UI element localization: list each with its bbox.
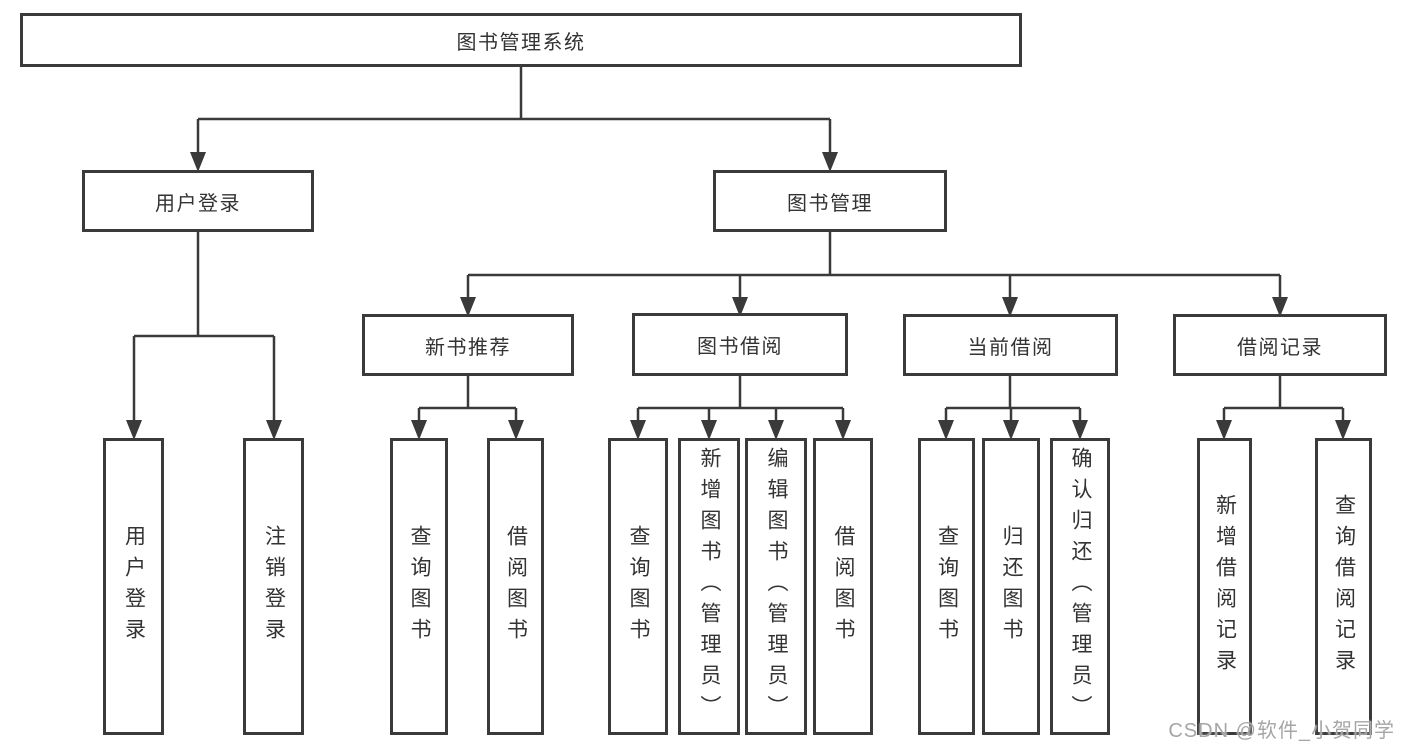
arrow-icon (1072, 420, 1088, 440)
node-label: 借阅图书 (504, 524, 528, 649)
node-user-login: 用户登录 (82, 170, 314, 232)
arrow-icon (1003, 420, 1019, 440)
node-label: 确认归还（管理员） (1069, 447, 1092, 726)
arrow-icon (1335, 420, 1351, 440)
leaf-confirm-return-admin: 确认归还（管理员） (1050, 438, 1110, 735)
node-label: 用户登录 (155, 192, 241, 215)
node-label: 借阅图书 (832, 524, 855, 649)
leaf-logout: 注销登录 (243, 438, 304, 735)
leaf-add-borrow-record: 新增借阅记录 (1197, 438, 1252, 735)
connector-borrowrecord-branch (1222, 376, 1345, 422)
arrow-icon (822, 152, 838, 172)
arrow-icon (411, 420, 427, 440)
arrow-icon (1272, 297, 1288, 317)
node-label: 查询图书 (408, 524, 431, 649)
node-book-management: 图书管理 (713, 170, 947, 232)
node-label: 图书借阅 (697, 336, 783, 358)
arrow-icon (1216, 420, 1232, 440)
connector-newbook-branch (417, 376, 518, 422)
leaf-query-books-recommend: 查询图书 (390, 438, 448, 735)
leaf-user-login: 用户登录 (103, 438, 164, 735)
arrow-icon (1002, 297, 1018, 317)
node-label: 图书管理 (787, 192, 873, 215)
arrow-icon (508, 420, 524, 440)
leaf-edit-books-admin: 编辑图书（管理员） (745, 438, 807, 735)
node-label: 新书推荐 (425, 336, 511, 359)
leaf-borrow-books: 借阅图书 (813, 438, 873, 735)
leaf-query-borrow-record: 查询借阅记录 (1315, 438, 1372, 735)
connector-userlogin-branch (132, 232, 276, 422)
arrow-icon (732, 297, 748, 317)
arrowheads (126, 152, 1351, 440)
connector-bookborrow-branch (636, 376, 845, 422)
connector-bookmgmt-branch (466, 232, 1282, 299)
arrow-icon (190, 152, 206, 172)
connector-currentborrow-branch (944, 376, 1082, 422)
arrow-icon (835, 420, 851, 440)
arrow-icon (701, 420, 717, 440)
arrow-icon (266, 420, 282, 440)
node-book-borrow: 图书借阅 (632, 313, 848, 376)
node-new-book-recommend: 新书推荐 (362, 314, 574, 376)
node-root-system: 图书管理系统 (20, 13, 1022, 67)
arrow-icon (938, 420, 954, 440)
arrow-icon (630, 420, 646, 440)
node-label: 编辑图书（管理员） (765, 447, 788, 726)
node-label: 新增借阅记录 (1213, 493, 1237, 680)
node-label: 查询图书 (627, 524, 650, 649)
arrow-icon (126, 420, 142, 440)
node-label: 查询借阅记录 (1332, 493, 1356, 680)
arrow-icon (768, 420, 784, 440)
node-label: 图书管理系统 (456, 31, 586, 54)
leaf-add-books-admin: 新增图书（管理员） (678, 438, 740, 735)
node-label: 用户登录 (122, 524, 146, 649)
leaf-borrow-books-recommend: 借阅图书 (487, 438, 544, 735)
node-label: 当前借阅 (967, 336, 1054, 359)
leaf-query-books-current: 查询图书 (918, 438, 975, 735)
arrow-icon (460, 297, 476, 317)
leaf-query-books-borrow: 查询图书 (608, 438, 668, 735)
node-label: 新增图书（管理员） (698, 447, 721, 726)
leaf-return-books: 归还图书 (982, 438, 1040, 735)
node-label: 查询图书 (935, 524, 959, 649)
node-borrow-records: 借阅记录 (1173, 314, 1387, 376)
node-label: 归还图书 (1000, 524, 1023, 649)
connector-lines (132, 67, 1345, 422)
csdn-watermark: CSDN @软件_小贺同学 (1168, 720, 1395, 742)
node-label: 借阅记录 (1237, 336, 1323, 359)
node-label: 注销登录 (262, 524, 286, 649)
node-current-borrow: 当前借阅 (903, 314, 1118, 376)
connector-root-to-level2 (196, 67, 832, 154)
